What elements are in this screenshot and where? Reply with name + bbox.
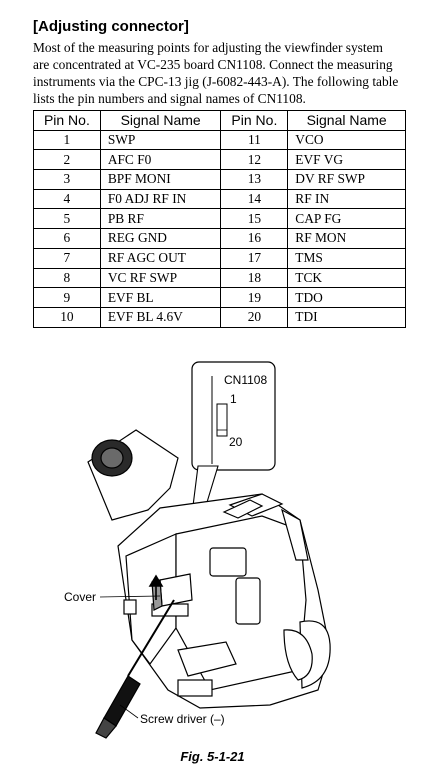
pin-number-cell: 17 <box>220 247 289 269</box>
signal-name-cell: AFC F0 <box>99 149 222 171</box>
signal-name-cell: RF MON <box>287 228 406 249</box>
pin-number-cell: 15 <box>220 208 289 230</box>
pin-number-cell: 2 <box>33 149 101 171</box>
paragraph-line: are concentrated at VC-235 board CN1108.… <box>33 57 393 72</box>
pin-last-label: 20 <box>229 435 243 449</box>
signal-name-cell: EVF VG <box>287 149 406 171</box>
intro-paragraph: Most of the measuring points for adjusti… <box>33 39 413 107</box>
paragraph-line: Most of the measuring points for adjusti… <box>33 40 383 55</box>
signal-name-cell: TMS <box>287 247 406 269</box>
pin-number-cell: 14 <box>220 188 289 210</box>
pin-number-cell: 7 <box>33 247 101 269</box>
pin-no-header: Pin No. <box>33 110 101 131</box>
section-heading: [Adjusting connector] <box>33 18 189 35</box>
pin-number-cell: 19 <box>220 287 289 308</box>
pin-first-label: 1 <box>230 392 237 406</box>
signal-name-cell: TCK <box>287 267 406 289</box>
pin-number-cell: 1 <box>33 129 101 151</box>
signal-name-header: Signal Name <box>99 110 222 131</box>
cover-arrow <box>148 574 164 600</box>
pin-number-cell: 11 <box>220 129 289 151</box>
signal-name-cell: TDO <box>287 287 406 308</box>
table-header-row: Pin No. Signal Name Pin No. Signal Name <box>33 110 406 131</box>
cover-label: Cover <box>64 590 96 604</box>
signal-name-cell: VCO <box>287 129 406 151</box>
pin-number-cell: 4 <box>33 188 101 210</box>
paragraph-line: lists the pin numbers and signal names o… <box>33 91 306 106</box>
signal-name-cell: SWP <box>99 129 222 151</box>
signal-name-cell: PB RF <box>99 208 222 230</box>
pin-number-cell: 8 <box>33 267 101 289</box>
camera-illustration: CN1108 1 20 <box>64 361 331 739</box>
pin-number-cell: 6 <box>33 228 101 249</box>
pin-number-cell: 10 <box>33 306 101 328</box>
screwdriver-label: Screw driver (–) <box>140 712 225 726</box>
pin-number-cell: 9 <box>33 287 101 308</box>
pin-table: Pin No. Signal Name Pin No. Signal Name … <box>33 110 406 328</box>
viewfinder <box>87 429 179 521</box>
signal-name-cell: VC RF SWP <box>99 267 222 289</box>
pin-number-cell: 18 <box>220 267 289 289</box>
signal-name-cell: REG GND <box>99 228 222 249</box>
pin-number-cell: 20 <box>220 306 289 328</box>
signal-name-cell: EVF BL 4.6V <box>99 306 222 328</box>
screwdriver <box>95 599 175 739</box>
pin-number-cell: 16 <box>220 228 289 249</box>
pin-number-cell: 13 <box>220 169 289 190</box>
connector-label: CN1108 <box>224 373 267 387</box>
signal-name-cell: CAP FG <box>287 208 406 230</box>
figure-caption: Fig. 5-1-21 <box>180 749 245 764</box>
signal-name-header: Signal Name <box>287 110 406 131</box>
signal-name-cell: RF IN <box>287 188 406 210</box>
camera-body <box>117 493 331 709</box>
signal-name-cell: BPF MONI <box>99 169 222 190</box>
connector-symbol <box>216 403 228 437</box>
signal-name-cell: DV RF SWP <box>287 169 406 190</box>
pin-number-cell: 12 <box>220 149 289 171</box>
callout-box <box>191 361 276 471</box>
pin-number-cell: 5 <box>33 208 101 230</box>
signal-name-cell: F0 ADJ RF IN <box>99 188 222 210</box>
signal-name-cell: TDI <box>287 306 406 328</box>
paragraph-line: instruments via the CPC-13 jig (J-6082-4… <box>33 74 399 89</box>
signal-name-cell: EVF BL <box>99 287 222 308</box>
signal-name-cell: RF AGC OUT <box>99 247 222 269</box>
pin-no-header: Pin No. <box>220 110 289 131</box>
pin-number-cell: 3 <box>33 169 101 190</box>
